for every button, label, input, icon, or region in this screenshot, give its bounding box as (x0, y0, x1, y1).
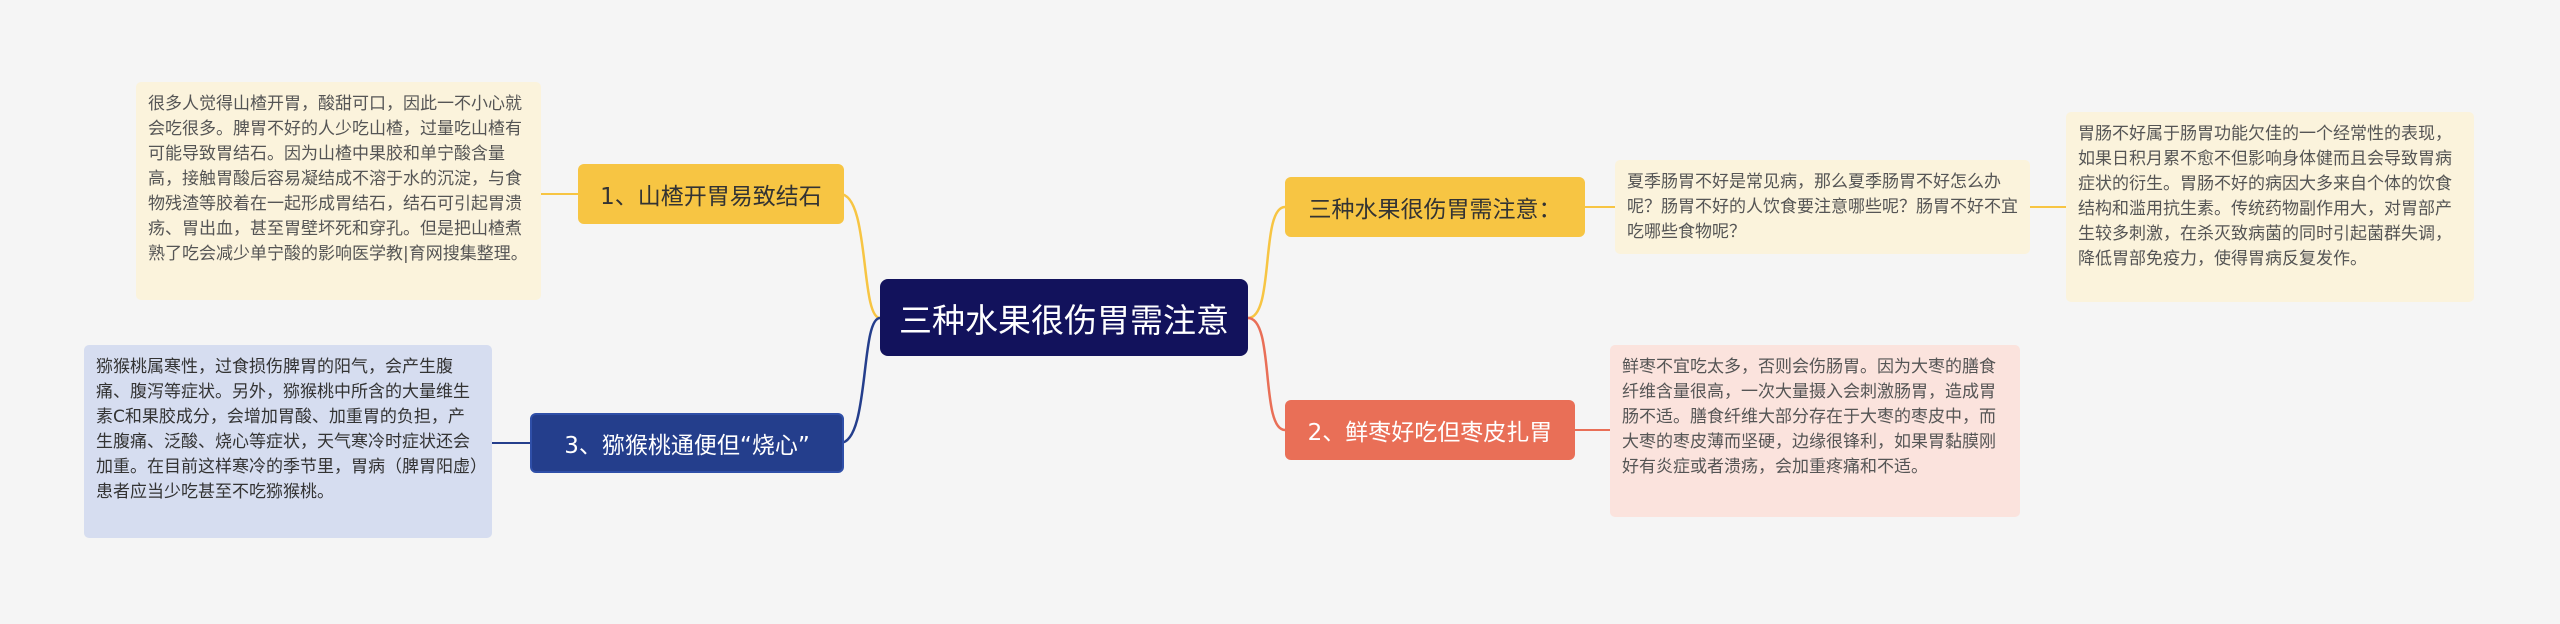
edge-center-to-branch-3 (830, 316, 881, 445)
leaf-hawthorn-detail: 很多人觉得山楂开胃，酸甜可口，因此一不小心就会吃很多。脾胃不好的人少吃山楂，过量… (136, 82, 541, 300)
edge-center-to-branch-2 (1247, 316, 1286, 432)
branch-intro[interactable]: 三种水果很伤胃需注意： (1285, 177, 1585, 237)
leaf-intro-detail: 夏季肠胃不好是常见病，那么夏季肠胃不好怎么办呢？肠胃不好的人饮食要注意哪些呢？肠… (1615, 160, 2030, 254)
leaf-kiwi-detail: 猕猴桃属寒性，过食损伤脾胃的阳气，会产生腹痛、腹泻等症状。另外，猕猴桃中所含的大… (84, 345, 492, 538)
edge-center-to-branch-1 (830, 192, 881, 320)
leaf-jujube-detail: 鲜枣不宜吃太多，否则会伤肠胃。因为大枣的膳食纤维含量很高，一次大量摄入会刺激肠胃… (1610, 345, 2020, 517)
branch-jujube[interactable]: 2、鲜枣好吃但枣皮扎胃 (1285, 400, 1575, 460)
branch-kiwi[interactable]: 3、猕猴桃通便但“烧心” (530, 413, 844, 473)
center-topic[interactable]: 三种水果很伤胃需注意 (880, 279, 1248, 356)
branch-hawthorn[interactable]: 1、山楂开胃易致结石 (578, 164, 844, 224)
leaf-stomach-detail: 胃肠不好属于肠胃功能欠佳的一个经常性的表现，如果日积月累不愈不但影响身体健而且会… (2066, 112, 2474, 302)
edge-center-to-branch-right-top (1247, 205, 1286, 320)
